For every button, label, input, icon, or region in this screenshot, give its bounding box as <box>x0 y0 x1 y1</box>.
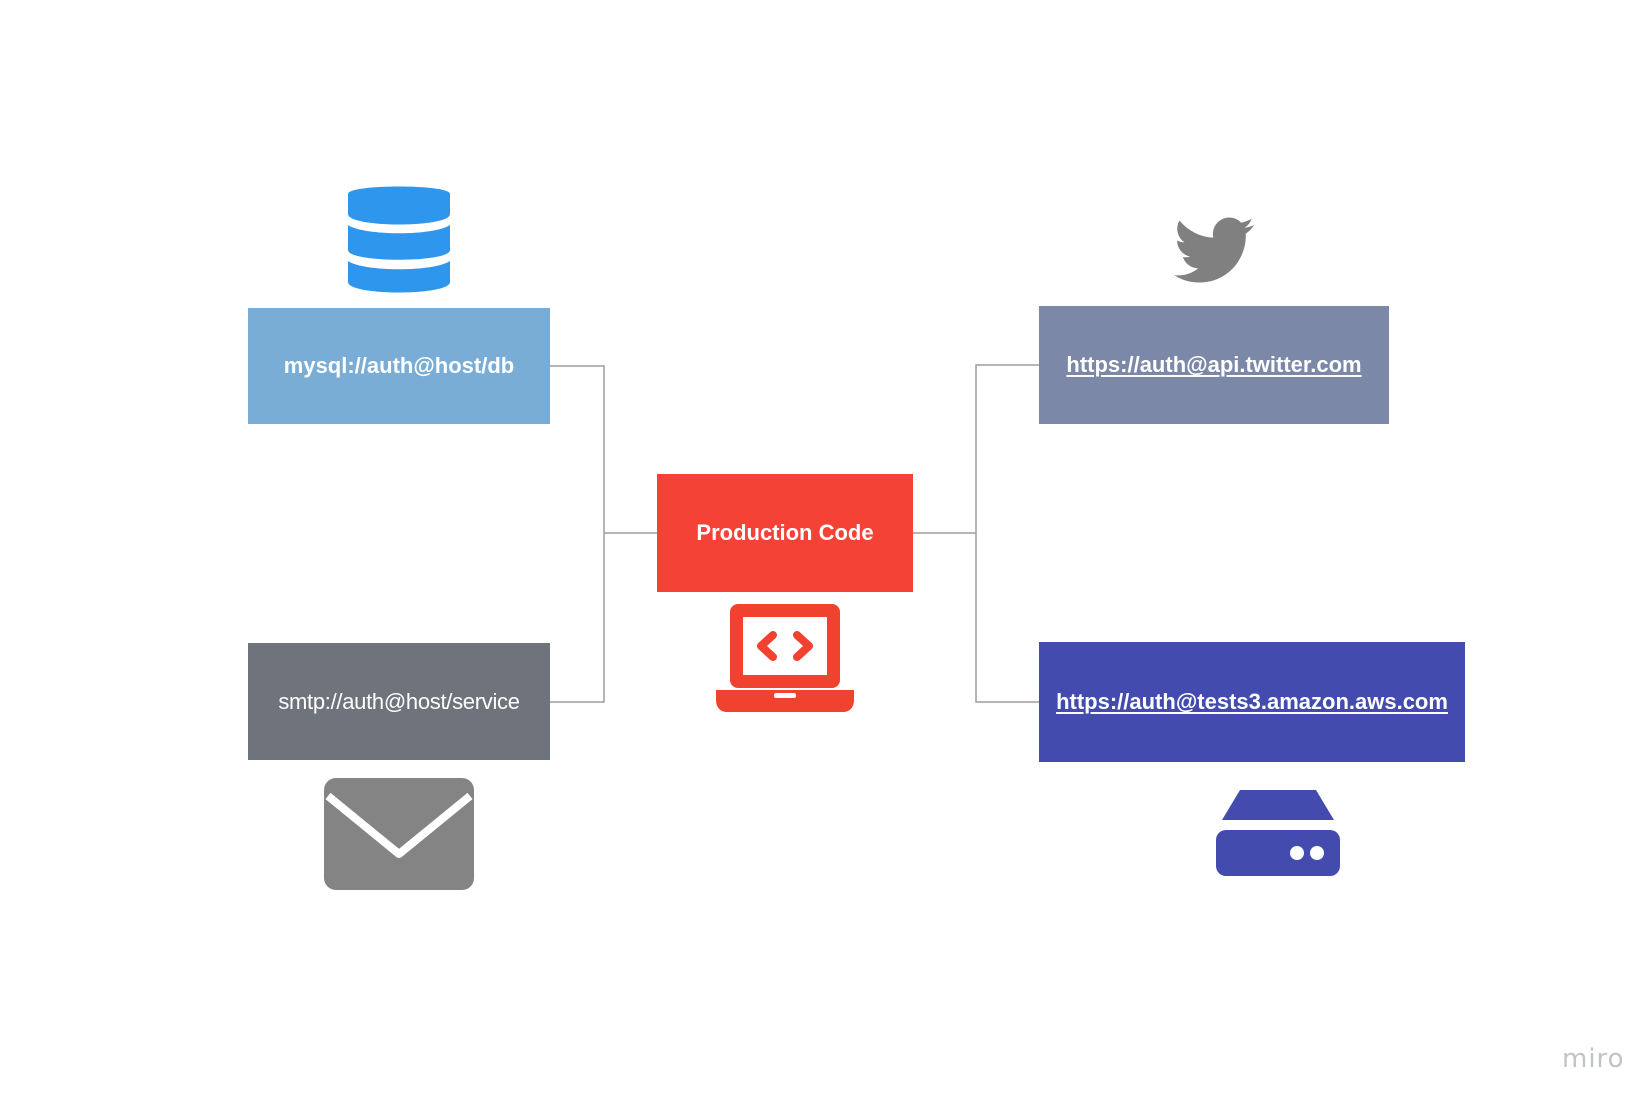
node-mysql-label: mysql://auth@host/db <box>283 353 515 378</box>
node-aws-s3-link[interactable]: https://auth@tests3.amazon.aws.com <box>1056 689 1448 714</box>
database-icon <box>348 186 450 293</box>
miro-watermark: miro <box>1562 1044 1625 1074</box>
node-production-code-label: Production Code <box>696 520 874 545</box>
connector-smtp <box>550 533 605 703</box>
connector-aws <box>975 533 1039 703</box>
envelope-icon <box>324 778 474 890</box>
node-smtp-label: smtp://auth@host/service <box>278 688 520 714</box>
connector-mysql <box>550 365 657 534</box>
node-twitter-link[interactable]: https://auth@api.twitter.com <box>1066 352 1362 377</box>
node-aws-s3[interactable]: https://auth@tests3.amazon.aws.com <box>1039 642 1465 762</box>
laptop-code-icon <box>716 604 854 712</box>
node-mysql[interactable]: mysql://auth@host/db <box>248 308 550 424</box>
node-smtp[interactable]: smtp://auth@host/service <box>248 643 550 760</box>
connector-twitter <box>913 364 1039 534</box>
hard-drive-icon <box>1216 790 1340 876</box>
node-production-code[interactable]: Production Code <box>657 474 913 592</box>
node-twitter[interactable]: https://auth@api.twitter.com <box>1039 306 1389 424</box>
twitter-bird-icon <box>1174 217 1254 283</box>
